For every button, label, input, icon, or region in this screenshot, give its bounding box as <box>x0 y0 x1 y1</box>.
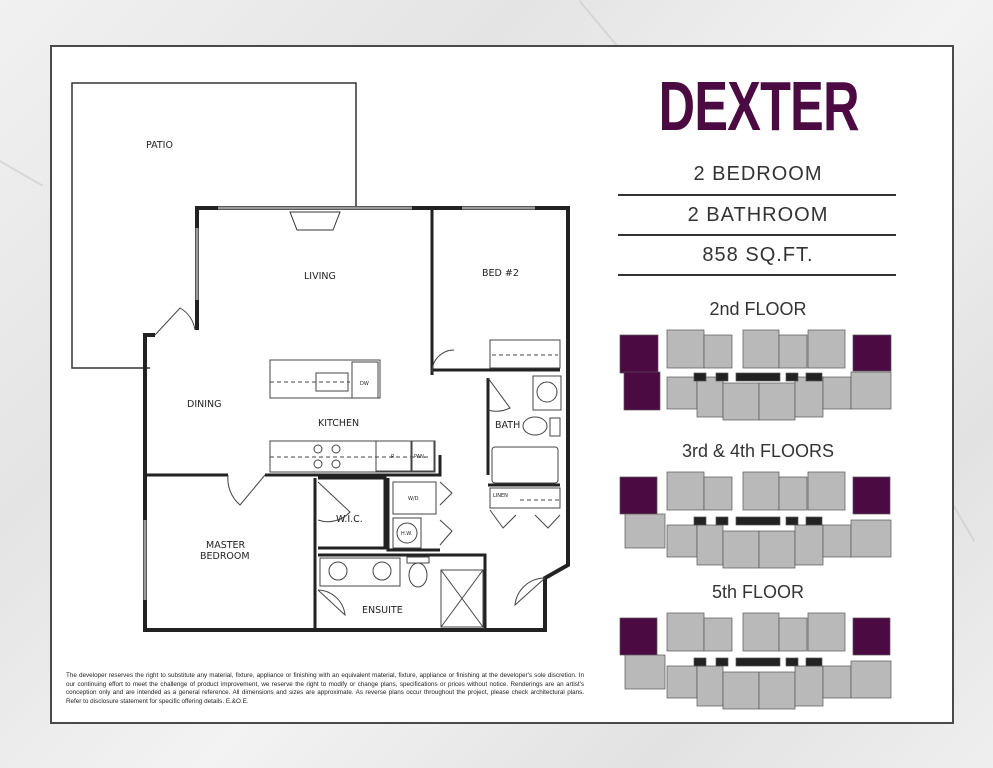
dishwasher-label: DW <box>360 381 369 387</box>
keyplan-unit <box>624 513 666 549</box>
room-label-master-1: MASTER <box>206 540 246 551</box>
keyplan-storage <box>805 372 823 382</box>
keyplan-storage <box>715 657 729 667</box>
keyplan-storage <box>805 657 823 667</box>
keyplan-unit <box>666 524 698 558</box>
room-label-master-2: BEDROOM <box>200 551 250 562</box>
room-label-patio: PATIO <box>146 140 173 151</box>
unit-name: DEXTER <box>658 67 860 145</box>
bathroom-count: 2 BATHROOM <box>687 204 829 226</box>
keyplan-label-5th-floor: 5th FLOOR <box>711 582 805 602</box>
keyplan-unit <box>758 671 796 710</box>
fridge-label: R <box>391 454 395 460</box>
keyplan-storage <box>805 516 823 526</box>
keyplan-unit <box>666 376 698 410</box>
room-label-ensuite: ENSUITE <box>362 605 403 616</box>
room-label-bath: BATH <box>495 420 520 431</box>
washer-dryer-label: W/D <box>408 496 419 502</box>
keyplan-unit <box>703 476 733 511</box>
keyplan-unit <box>722 671 760 710</box>
pantry-label: PAN. <box>414 454 426 460</box>
keyplans <box>619 329 892 710</box>
keyplan-unit <box>794 376 824 418</box>
keyplan-unit <box>822 376 852 410</box>
room-label-living: LIVING <box>304 271 336 282</box>
keyplan-unit <box>696 376 724 418</box>
keyplan-storage <box>735 657 781 667</box>
keyplan-unit <box>624 654 666 690</box>
keyplan-highlighted-unit <box>852 617 891 656</box>
keyplan-storage <box>693 657 707 667</box>
keyplan-highlighted-unit <box>619 476 658 515</box>
fixtures <box>154 307 562 628</box>
keyplan-unit <box>850 660 892 699</box>
keyplan-unit <box>758 530 796 569</box>
divider <box>618 274 896 276</box>
divider <box>618 234 896 236</box>
keyplan-unit <box>850 519 892 558</box>
patio-outline <box>71 82 357 369</box>
keyplan-unit <box>822 524 852 558</box>
keyplan-unit <box>666 471 705 511</box>
linen-label: LINEN <box>493 493 508 499</box>
keyplan-unit <box>742 329 780 369</box>
room-labels: PATIO LIVING BED #2 DINING KITCHEN BATH … <box>146 140 520 616</box>
bedroom-count: 2 BEDROOM <box>693 163 823 185</box>
keyplan-storage <box>735 516 781 526</box>
keyplan-unit <box>722 382 760 421</box>
keyplan-storage <box>735 372 781 382</box>
room-label-dining: DINING <box>187 399 222 410</box>
fixture-labels: LINEN W/D H.W. R PAN. DW <box>360 381 508 537</box>
keyplan-highlighted-unit <box>619 334 659 374</box>
keyplan-unit <box>778 334 808 369</box>
keyplan-label-3rd-4th-floors: 3rd & 4th FLOORS <box>681 441 835 461</box>
keyplan-storage <box>715 516 729 526</box>
keyplan-storage <box>785 372 799 382</box>
keyplan-unit <box>696 524 724 566</box>
keyplan-unit <box>742 612 780 652</box>
keyplan-highlighted-unit <box>852 334 892 372</box>
room-label-bed2: BED #2 <box>482 268 519 279</box>
keyplan-unit <box>794 665 824 707</box>
keyplan-unit <box>696 665 724 707</box>
keyplan-unit <box>722 530 760 569</box>
keyplan-storage <box>693 372 707 382</box>
keyplan-unit <box>822 665 852 699</box>
keyplan-unit <box>703 617 733 652</box>
keyplan-unit <box>703 334 733 369</box>
keyplan-unit <box>850 371 892 410</box>
keyplan-highlighted-unit <box>623 371 661 411</box>
divider <box>618 194 896 196</box>
keyplan-unit <box>666 612 705 652</box>
keyplan-highlighted-unit <box>619 617 658 656</box>
keyplan-unit <box>794 524 824 566</box>
window-lines <box>144 207 535 600</box>
square-footage: 858 SQ.FT. <box>702 244 814 266</box>
keyplan-unit <box>742 471 780 511</box>
keyplan-storage <box>785 657 799 667</box>
interior-walls <box>145 208 560 630</box>
keyplan-unit <box>807 471 846 511</box>
keyplan-unit <box>807 329 846 369</box>
keyplan-unit <box>666 665 698 699</box>
room-label-wic: W.I.C. <box>336 514 363 525</box>
keyplan-unit <box>666 329 705 369</box>
keyplan-unit <box>778 476 808 511</box>
hot-water-label: H.W. <box>401 531 413 537</box>
room-label-kitchen: KITCHEN <box>318 418 359 429</box>
keyplan-storage <box>693 516 707 526</box>
keyplan-storage <box>785 516 799 526</box>
keyplan-unit <box>778 617 808 652</box>
keyplan-label-2nd-floor: 2nd FLOOR <box>709 299 807 319</box>
keyplan-highlighted-unit <box>852 476 891 515</box>
keyplan-unit <box>758 382 796 421</box>
keyplan-storage <box>715 372 729 382</box>
disclaimer: The developer reserves the right to subs… <box>66 672 584 705</box>
keyplan-unit <box>807 612 846 652</box>
